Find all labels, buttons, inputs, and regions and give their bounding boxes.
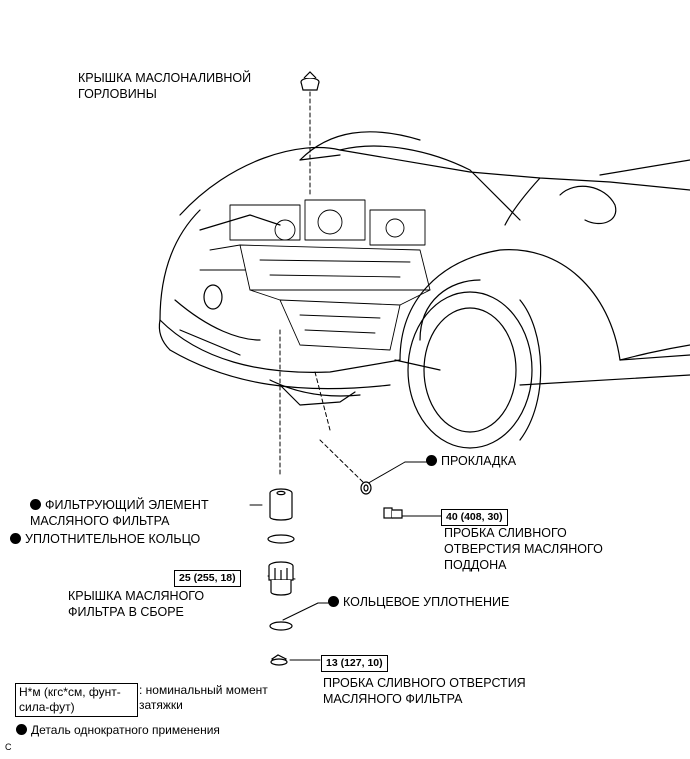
gasket-part [360,481,372,495]
o-ring-seal-part [267,534,295,544]
non-reusable-dot-icon [10,533,21,544]
oil-pan-drain-plug-torque: 40 (408, 30) [441,509,508,526]
oil-filter-element-label: ФИЛЬТРУЮЩИЙ ЭЛЕМЕНТ МАСЛЯНОГО ФИЛЬТРА [30,498,209,528]
torque-unit-legend-text: : номинальный момент затяжки [139,683,268,712]
oil-filter-cap-assy-label: КРЫШКА МАСЛЯНОГО ФИЛЬТРА В СБОРЕ [68,589,205,619]
non-reusable-dot-icon [426,455,437,466]
leader-lines [279,91,367,486]
front-wheel [407,291,542,449]
oil-filter-drain-plug-part [270,654,288,666]
gasket-label: ПРОКЛАДКА [426,453,516,469]
non-reusable-dot-icon [16,724,27,735]
torque-unit-legend-box: Н*м (кгс*см, фунт- сила-фут) [15,683,138,717]
car-body-outline [158,145,690,406]
oil-filler-cap-part [300,71,320,91]
non-reusable-dot-icon [30,499,41,510]
non-reusable-dot-icon [328,596,339,607]
oil-filter-drain-plug-label: ПРОБКА СЛИВНОГО ОТВЕРСТИЯ МАСЛЯНОГО ФИЛЬ… [323,676,526,706]
o-ring-seal-label: УПЛОТНИТЕЛЬНОЕ КОЛЬЦО [10,531,200,547]
oil-pan-drain-plug-part [383,507,403,519]
oil-filter-drain-plug-torque: 13 (127, 10) [321,655,388,672]
o-ring-label: КОЛЬЦЕВОЕ УПЛОТНЕНИЕ [328,594,509,610]
non-reusable-legend: Деталь однократного применения [16,722,220,738]
oil-filter-cap-torque: 25 (255, 18) [174,570,241,587]
o-ring-part [269,621,293,631]
open-hood [299,131,421,161]
corner-code: C [5,742,12,752]
oil-filter-cap-part [268,561,294,596]
oil-filter-element-part [269,488,293,521]
headlight [199,214,281,310]
oil-pan-drain-plug-label: ПРОБКА СЛИВНОГО ОТВЕРСТИЯ МАСЛЯНОГО ПОДД… [444,526,603,572]
oil-filler-cap-label: КРЫШКА МАСЛОНАЛИВНОЙ ГОРЛОВИНЫ [78,71,252,101]
engine-bay [199,199,431,351]
